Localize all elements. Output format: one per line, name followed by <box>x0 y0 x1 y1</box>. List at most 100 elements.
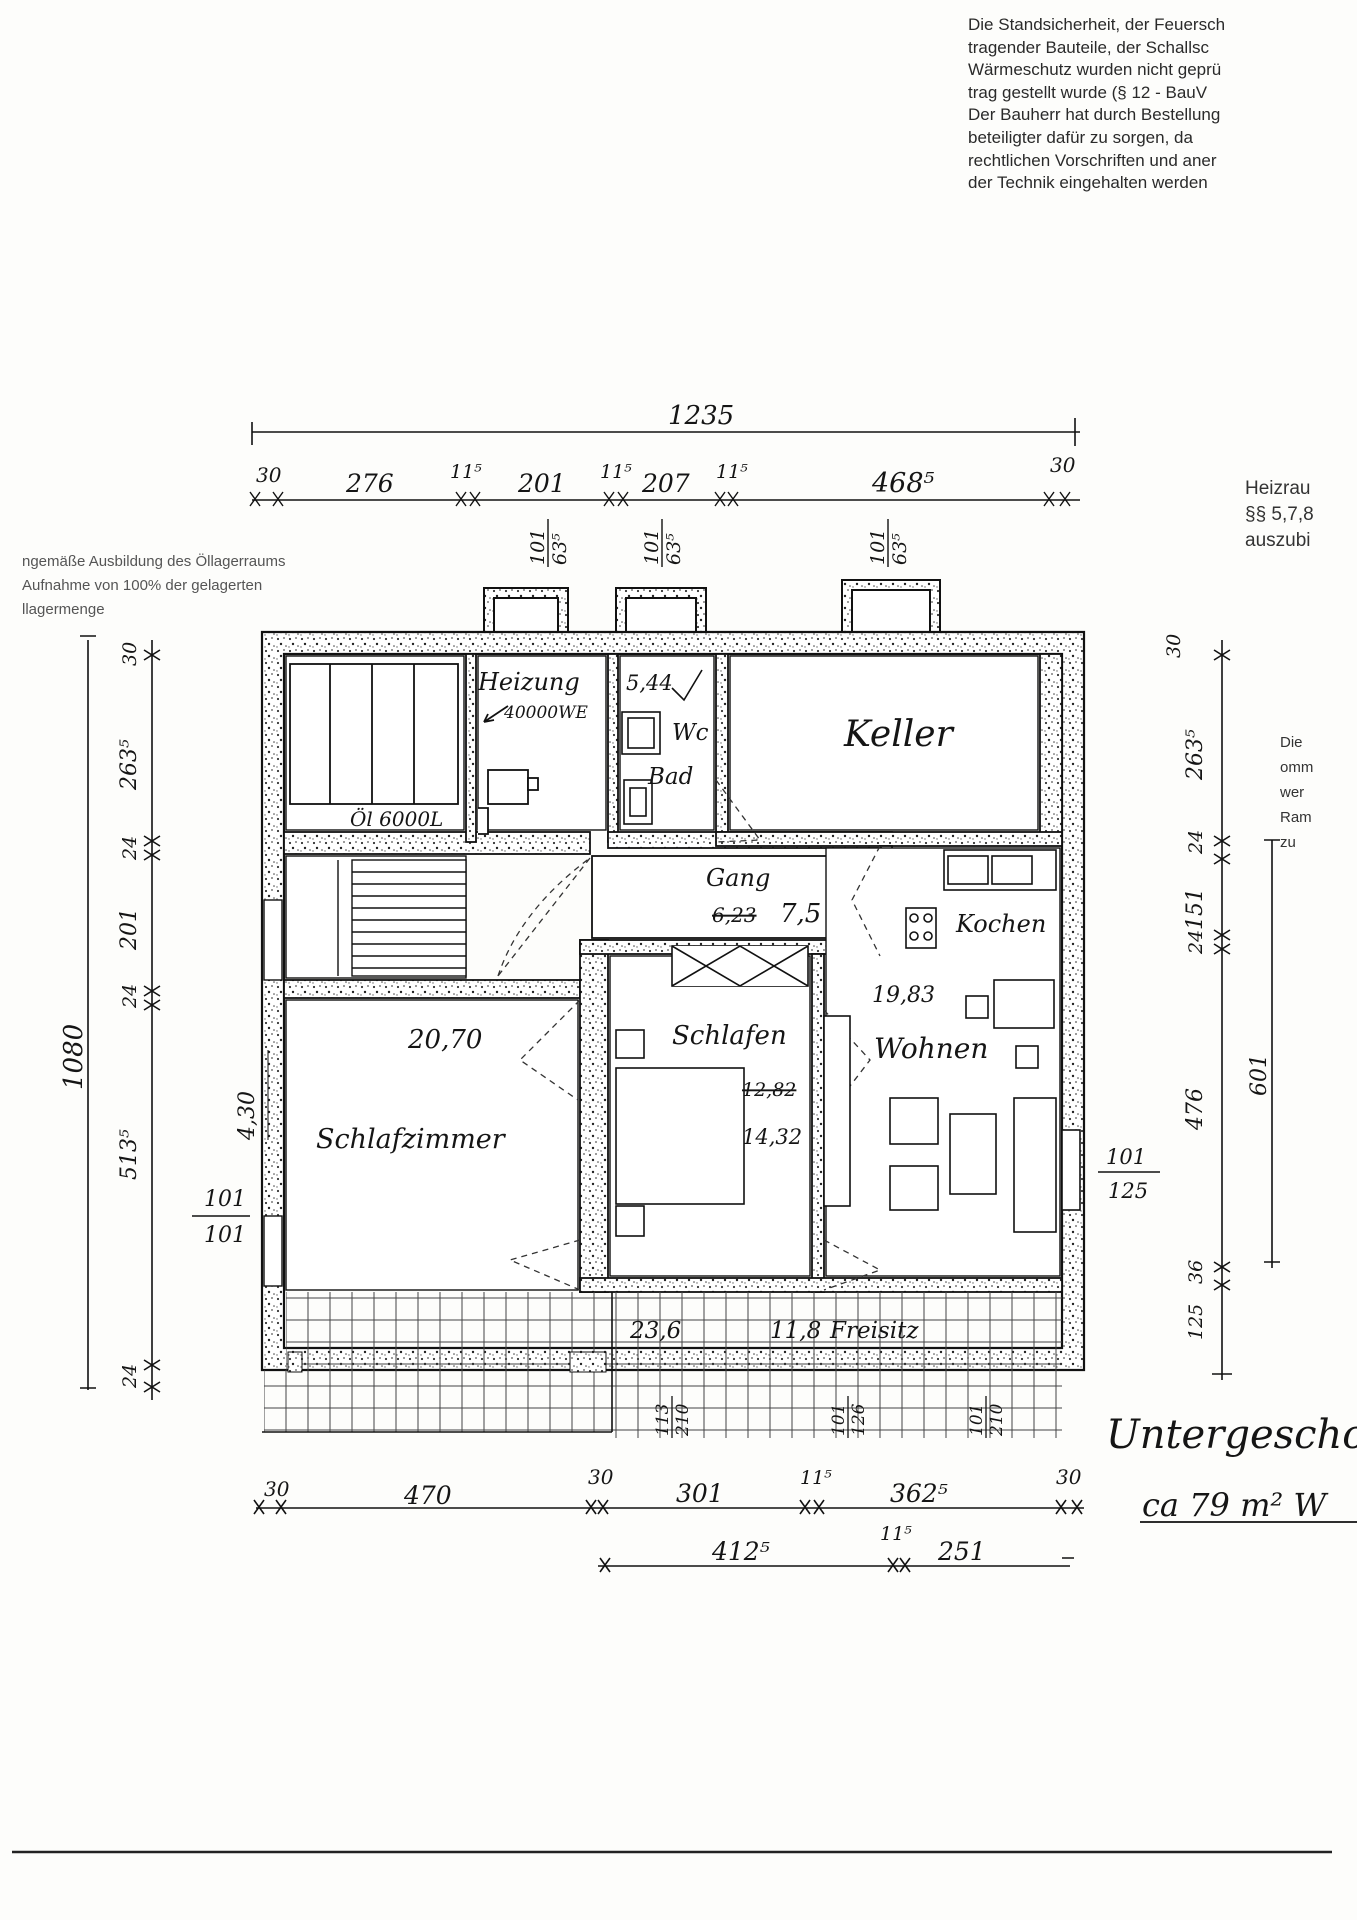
dim-right-4: 151 <box>1183 888 1208 930</box>
dim-left-inner: 4,30 <box>235 1091 260 1141</box>
dim-left-5: 24 <box>119 984 141 1009</box>
header-note-line: Der Bauherr hat durch Bestellung <box>968 105 1221 125</box>
door-1-width: 113 <box>653 1404 673 1436</box>
dim-left-6: 513⁵ <box>117 1129 142 1180</box>
oil-storage-note-line: Aufnahme von 100% der gelagerten <box>22 577 263 594</box>
room-bad-label: Bad <box>647 764 693 790</box>
room-gang-area-old: 6,23 <box>712 903 757 927</box>
header-note-line: tragender Bauteile, der Schallsc <box>968 37 1209 57</box>
dim-right-6: 476 <box>1183 1088 1208 1131</box>
room-schlafzimmer-area: 20,70 <box>407 1025 482 1055</box>
header-note-line: trag gestellt wurde (§ 12 - BauV <box>968 82 1208 102</box>
oil-storage-note-line: ngemäße Ausbildung des Öllagerraums <box>22 553 286 570</box>
oil-tank-label: Öl 6000L <box>350 806 443 831</box>
door-2-height: 126 <box>849 1403 869 1436</box>
room-schlafen-area-new: 14,32 <box>742 1125 802 1149</box>
top-window-boxes <box>483 579 941 633</box>
header-note-line: Die Standsicherheit, der Feuersch <box>968 15 1226 34</box>
dim-top-7: 11⁵ <box>716 461 748 483</box>
dim-right-3: 24 <box>1185 830 1207 855</box>
room-schlafzimmer-label: Schlafzimmer <box>316 1124 507 1155</box>
living-furniture <box>889 849 1081 1233</box>
room-schlafen-area-old: 12,82 <box>742 1079 796 1101</box>
bedroom-furniture <box>615 945 851 1237</box>
dim-bottom-second-3: 251 <box>937 1537 986 1566</box>
left-dimension-lines <box>80 635 269 1400</box>
room-gang-area-new: 7,5 <box>780 899 821 929</box>
bath-fixtures <box>621 669 703 825</box>
floor-area: ca 79 m² W <box>1142 1486 1329 1524</box>
dim-bottom-5: 11⁵ <box>800 1467 832 1489</box>
dim-top-2: 276 <box>345 469 394 498</box>
dim-bottom-second-1: 412⁵ <box>711 1537 770 1566</box>
dim-left-2: 263⁵ <box>117 739 142 791</box>
dim-top-9: 30 <box>1050 453 1076 477</box>
header-note-line: Wärmeschutz wurden nicht geprü <box>968 60 1222 80</box>
right-dimension-lines <box>1212 640 1280 1380</box>
door-1-height: 210 <box>673 1403 693 1437</box>
room-schlafen-label: Schlafen <box>672 1021 787 1051</box>
staircase <box>337 859 467 977</box>
door-3-width: 101 <box>967 1404 987 1436</box>
header-note-line: rechtlichen Vorschriften und aner <box>968 150 1217 170</box>
left-window <box>263 899 283 1287</box>
top-chain-ticks <box>249 491 1071 507</box>
dim-top-5: 11⁵ <box>600 461 632 483</box>
boiler-rating: 40000WE <box>503 703 589 723</box>
dim-top-8: 468⁵ <box>871 468 935 499</box>
header-note-line: beteiligter dafür zu sorgen, da <box>968 127 1193 147</box>
window-1-height: 63⁵ <box>549 533 571 565</box>
room-gang-label: Gang <box>706 864 770 892</box>
bottom-dimension-lines <box>253 1499 1084 1573</box>
door-2-width: 101 <box>829 1404 849 1436</box>
dim-bottom-7: 30 <box>1056 1465 1082 1489</box>
room-wc-label: Wc <box>672 720 709 746</box>
dim-bottom-4: 301 <box>676 1479 724 1508</box>
room-heizung-area: 5,44 <box>626 671 673 695</box>
dim-right-5: 24 <box>1185 930 1207 955</box>
dim-top-1: 30 <box>256 463 282 487</box>
side-note-line: wer <box>1280 784 1305 801</box>
dim-right-7: 36 <box>1185 1260 1207 1284</box>
room-wohnen-label: Wohnen <box>874 1032 988 1065</box>
oil-storage-note-line: llagermenge <box>22 601 105 618</box>
right-window-label: 101 125 <box>1098 1145 1160 1203</box>
dim-bottom-3: 30 <box>588 1465 614 1489</box>
room-kochen-label: Kochen <box>955 910 1046 938</box>
floor-title: Untergeschoß <box>1106 1412 1357 1458</box>
dim-bottom-second-2: 11⁵ <box>880 1523 912 1545</box>
side-note: Die omm wer Ram zu <box>1280 730 1313 855</box>
freisitz-area-old: 23,6 <box>629 1318 681 1344</box>
freisitz-label: Freisitz <box>829 1318 919 1344</box>
inner-walls <box>283 653 1063 1293</box>
window-3-width: 101 <box>867 529 889 565</box>
boiler-drawing <box>478 705 539 835</box>
dim-left-1: 30 <box>119 642 141 666</box>
header-note: Die Standsicherheit, der Feuersch tragen… <box>968 14 1348 195</box>
dim-right-8: 125 <box>1185 1304 1207 1340</box>
dim-top-4: 201 <box>517 469 566 498</box>
side-note-line: Ram <box>1280 809 1312 826</box>
room-wohnen-area: 19,83 <box>872 983 935 1008</box>
left-window-height: 101 <box>204 1223 246 1248</box>
right-window-width: 101 <box>1106 1145 1146 1169</box>
dim-top-3: 11⁵ <box>450 461 482 483</box>
oil-tank-drawing <box>289 663 459 805</box>
heizraum-note-line: auszubi <box>1245 530 1311 551</box>
door-3-height: 210 <box>987 1403 1007 1437</box>
left-window-label: 101 101 <box>192 1187 250 1248</box>
freisitz-area-new: 11,8 <box>770 1318 821 1344</box>
room-heizung-label: Heizung <box>477 668 580 696</box>
dim-left-3: 24 <box>119 836 141 861</box>
right-window-height: 125 <box>1108 1179 1148 1203</box>
dim-left-7: 24 <box>119 1364 141 1389</box>
dim-right-outer: 601 <box>1247 1054 1272 1096</box>
dim-left-total: 1080 <box>59 1024 89 1090</box>
heizraum-note-line: Heizrau <box>1245 478 1311 499</box>
top-window-labels: 101 63⁵ 101 63⁵ 101 63⁵ <box>527 519 911 567</box>
dim-bottom-6: 362⁵ <box>890 1479 948 1508</box>
heizraum-note: Heizrau §§ 5,7,8 auszubi <box>1245 476 1314 554</box>
dim-top-total: 1235 <box>668 401 734 431</box>
